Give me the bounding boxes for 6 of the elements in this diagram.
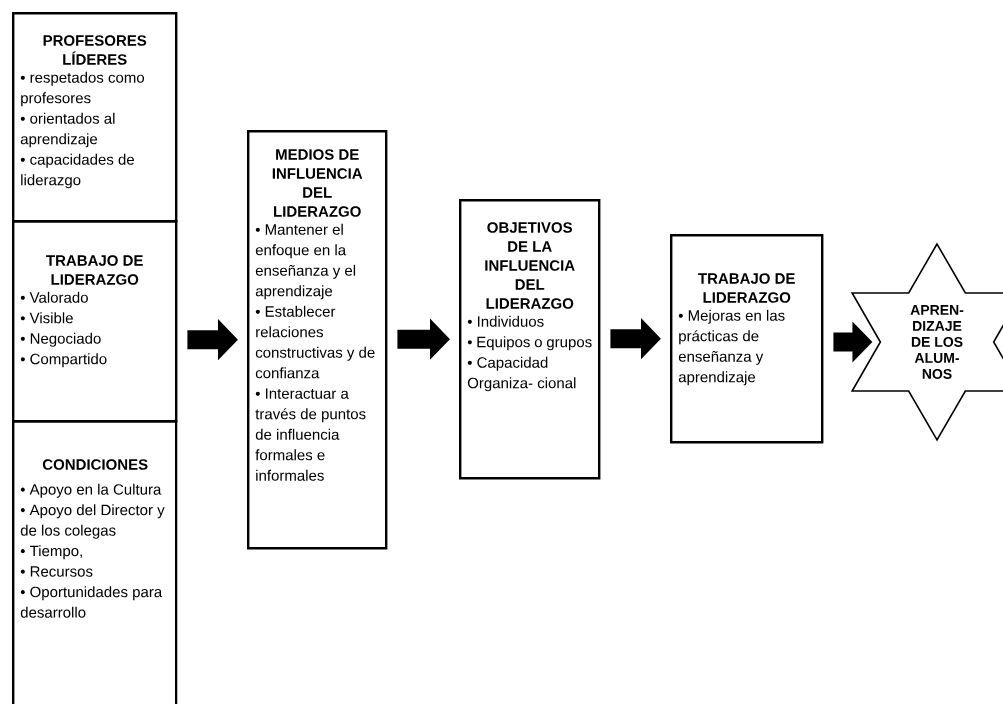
text-box: MEDIOS DE INFLUENCIA DEL LIDERAZGO • Mantener el enfoque en la enseñanza y el aprendizaje • Establecer relaciones constructivas y de confianza • Interactuar a través de puntos de influencia formales e informales: [247, 130, 388, 550]
text-box: TRABAJO DE LIDERAZGO • Valorado • Visible • Negociado • Compartido: [12, 220, 178, 423]
text-box: CONDICIONES • Apoyo en la Cultura • Apoyo del Director y de los colegas • Tiempo, • Recursos • Oportunidades para desarrollo: [12, 420, 178, 704]
text-box: TRABAJO DE LIDERAZGO • Mejoras en las prácticas de enseñanza y aprendizaje: [670, 234, 824, 444]
text-box: PROFESORES LÍDERES • respetados como profesores • orientados al aprendizaje • capacidades de liderazgo: [12, 12, 178, 223]
text-box: OBJETIVOS DE LA INFLUENCIA DEL LIDERAZGO • Individuos • Equipos o grupos • Capacidad Organiza- cional: [459, 199, 601, 480]
